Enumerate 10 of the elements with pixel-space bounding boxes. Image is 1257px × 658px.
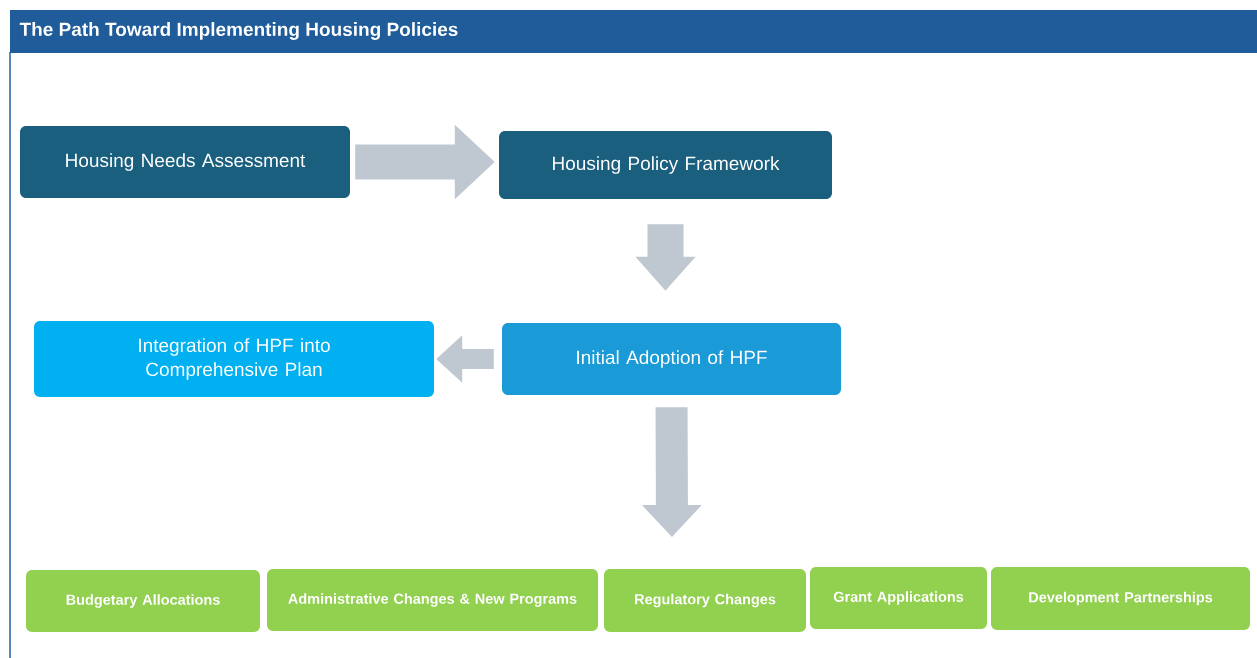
outcome-box: Grant Applications [810,567,987,629]
title-bar: The Path Toward Implementing Housing Policies [10,10,1257,53]
outcome-box: Budgetary Allocations [26,570,260,632]
process-box: Integration of HPF into Comprehensive Plan [34,321,434,397]
process-box: Housing Policy Framework [499,131,832,199]
outcome-box: Regulatory Changes [604,569,806,632]
process-box: Housing Needs Assessment [20,126,350,198]
outcome-box: Administrative Changes & New Programs [267,569,598,631]
outcome-box: Development Partnerships [991,567,1250,630]
process-box: Initial Adoption of HPF [502,323,841,395]
